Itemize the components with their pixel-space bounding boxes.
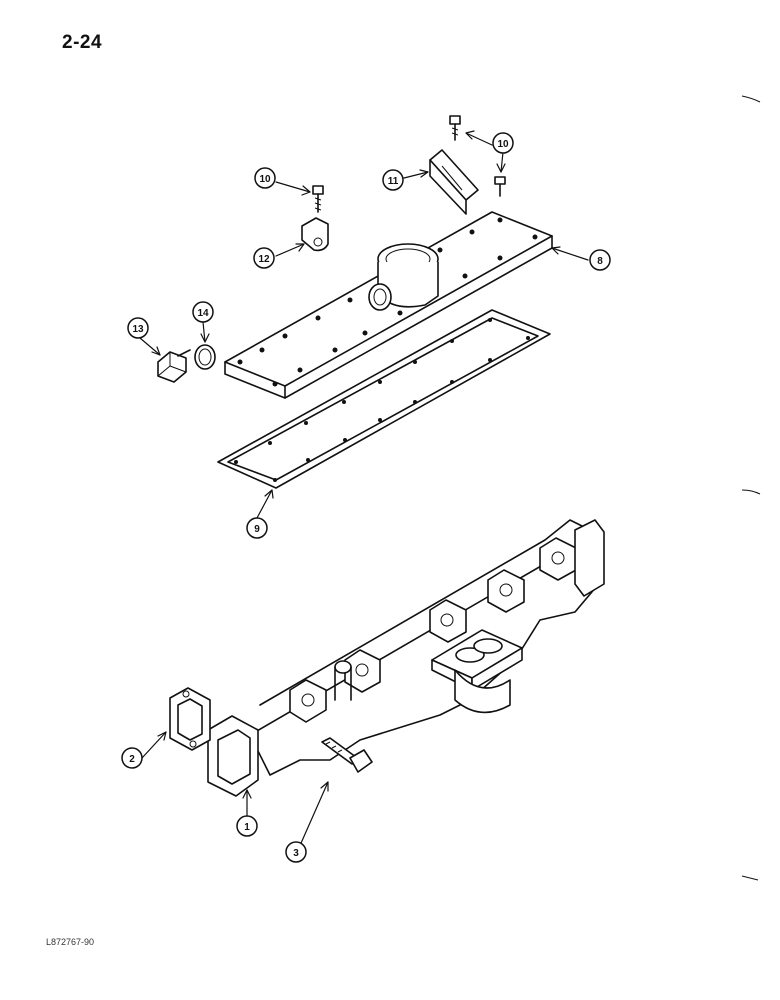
gasket-part-9 [217, 309, 551, 489]
plug-part-13 [157, 349, 191, 383]
catalog-code: L872767-90 [46, 937, 95, 947]
svg-text:11: 11 [388, 176, 399, 187]
capscrew-part-10-top [449, 115, 461, 141]
svg-text:13: 13 [132, 324, 144, 335]
callout-8: 8 [589, 249, 611, 271]
capscrew-part-10-right [494, 176, 506, 197]
svg-text:3: 3 [293, 848, 299, 859]
scan-edge-marks [741, 95, 761, 881]
callout-9: 9 [246, 517, 268, 539]
callout-12: 12 [253, 247, 275, 269]
svg-text:2: 2 [129, 754, 135, 765]
bracket-part-11 [429, 149, 479, 215]
svg-text:10: 10 [259, 174, 271, 185]
washer-part-14 [194, 344, 216, 370]
callout-1: 1 [236, 815, 258, 837]
flange-gasket-part-2 [169, 687, 211, 751]
callout-10-left: 10 [254, 167, 276, 189]
capscrew-part-3 [321, 737, 373, 773]
svg-text:8: 8 [597, 256, 603, 267]
exhaust-manifold-part-1 [207, 519, 605, 797]
bracket-part-12 [301, 217, 329, 252]
svg-text:1: 1 [244, 822, 250, 833]
capscrew-part-10-left [312, 185, 324, 213]
callout-3: 3 [285, 841, 307, 863]
cover-plate-part-8 [224, 211, 553, 399]
callout-11: 11 [382, 169, 404, 191]
svg-text:9: 9 [254, 524, 260, 535]
callout-2: 2 [121, 747, 143, 769]
callout-10-right: 10 [492, 132, 514, 154]
svg-text:10: 10 [497, 139, 509, 150]
callout-13: 13 [127, 317, 149, 339]
callout-14: 14 [192, 301, 214, 323]
svg-text:14: 14 [197, 308, 209, 319]
leader-lines [139, 130, 589, 851]
svg-text:12: 12 [258, 254, 270, 265]
page-number: 2-24 [62, 32, 103, 53]
